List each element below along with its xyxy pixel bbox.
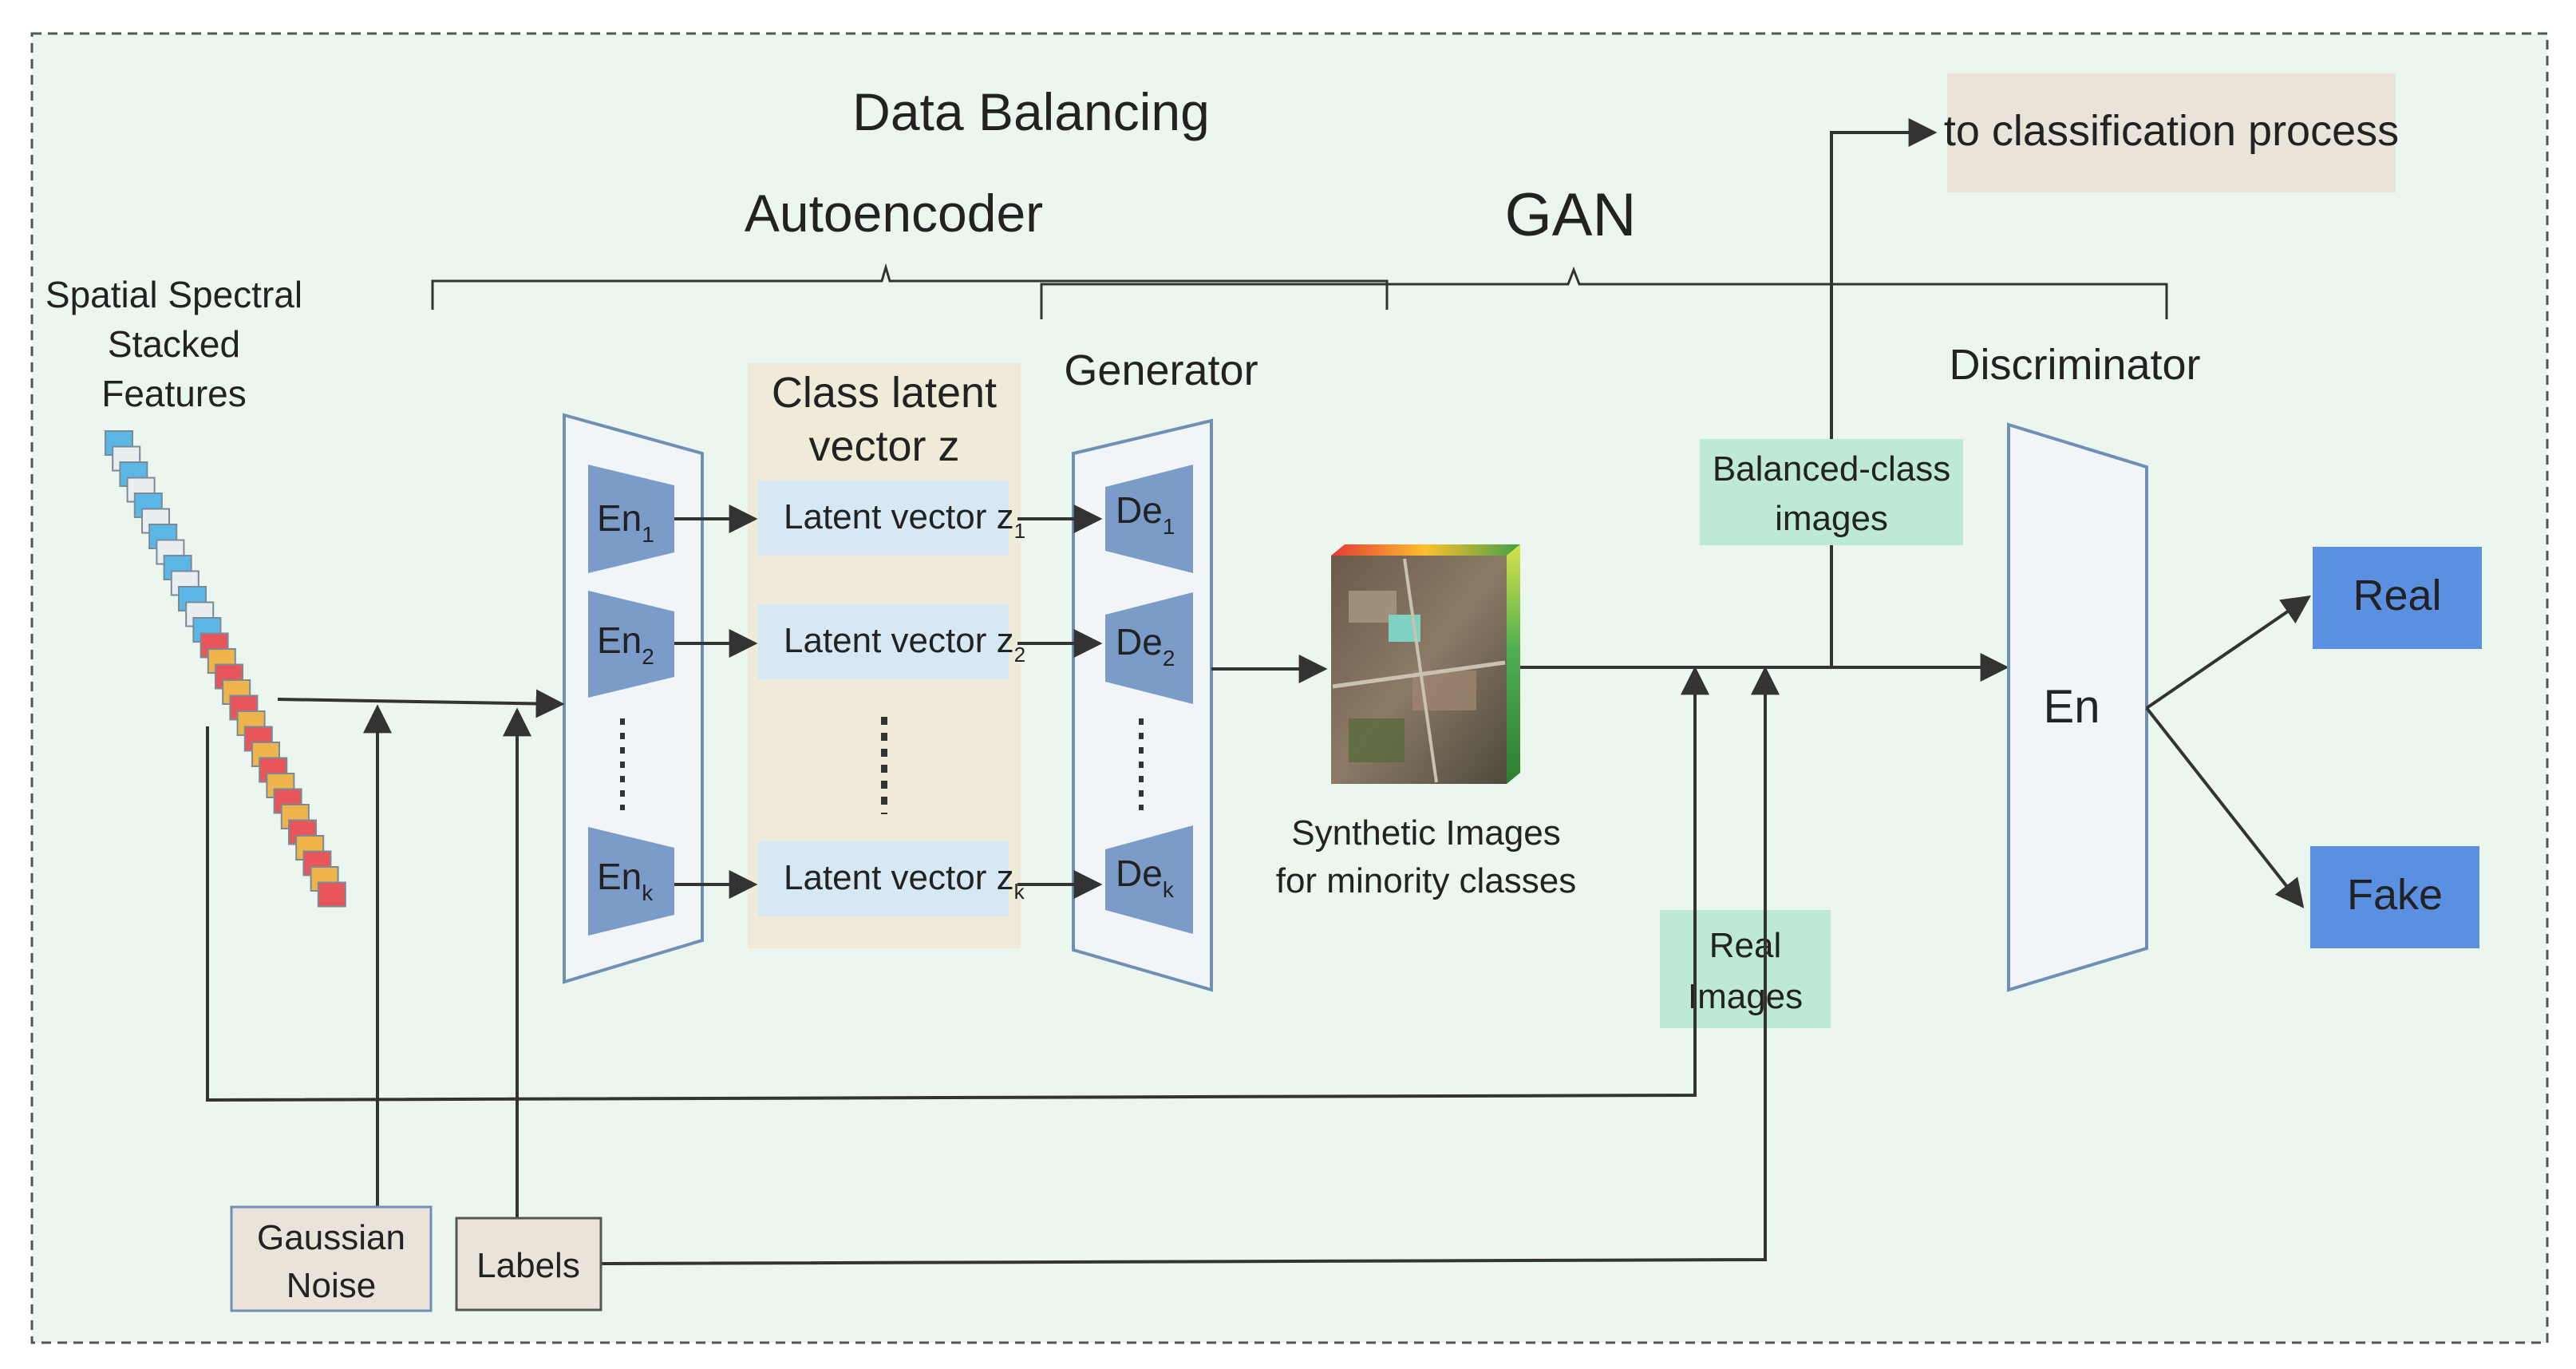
latent-row-2 [758,604,1009,679]
latent-row-k [758,841,1009,916]
real-images-box [1660,910,1831,1028]
latent-row-k-label: Latent vector z [784,858,1014,897]
real-images-label-1: Real [1709,926,1782,965]
autoencoder-label: Autoencoder [745,184,1043,243]
latent-panel-title-1: Class latent [772,369,997,417]
labels-box-label: Labels [476,1246,580,1285]
decoder-block-2: De2 [1105,592,1193,704]
latent-row-1-label: Latent vector z [784,497,1014,536]
decoder-k-sub: k [1163,877,1175,902]
encoder-block-k: Enk [588,827,674,936]
decoder-block-1: De1 [1105,465,1193,573]
feature-slice [317,881,346,908]
balanced-label-2: images [1775,499,1888,538]
gaussian-noise-box [230,1205,433,1312]
outer-frame [30,32,2549,1344]
arrow-features-loop [206,666,1709,1102]
autoencoder-brace [431,263,1389,310]
feature-stack [105,430,346,908]
gan-brace [1040,266,2168,319]
input-label-line3: Features [101,373,247,414]
svg-text:Dek: Dek [1116,853,1175,902]
input-label-line1: Spatial Spectral [45,274,302,315]
encoder-k-sub: k [642,880,654,905]
latent-row-1-sub: 1 [1014,519,1025,543]
latent-row-2-sub: 2 [1014,643,1025,667]
arrow-features-encoder [277,689,565,718]
real-output-box [2313,547,2482,649]
balanced-label-1: Balanced-class [1713,449,1950,489]
encoder-2-sub: 2 [642,644,654,669]
labels-box [455,1217,603,1312]
real-images-label-2: Images [1688,977,1803,1016]
svg-text:Latent vector z1: Latent vector z1 [784,497,1025,543]
svg-text:Latent vector z2: Latent vector z2 [784,621,1025,667]
synthetic-label-1: Synthetic Images [1291,813,1561,853]
fake-output-box [2310,846,2479,948]
svg-text:Enk: Enk [597,856,654,905]
discriminator-trapezoid [2007,422,2148,992]
real-output-label: Real [2353,572,2441,619]
feature-slice [310,866,339,892]
decoder-1-label: De [1116,489,1163,531]
encoder-2-label: En [597,619,642,661]
classification-box [1947,73,2396,192]
gan-label: GAN [1505,181,1637,249]
decoder-1-sub: 1 [1163,514,1175,539]
encoder-k-label: En [597,856,642,897]
noise-label-2: Noise [286,1266,377,1305]
arrow-to-fake [2145,706,2305,908]
encoder-block-1: En1 [588,465,674,573]
encoder-block-2: En2 [588,591,674,698]
latent-panel-title-2: vector z [808,422,959,470]
encoder-1-label: En [597,497,642,539]
arrow-labels-loop [600,666,1780,1265]
discriminator-label: Discriminator [1949,341,2200,389]
classification-label: to classification process [1944,107,2399,155]
noise-label-1: Gaussian [257,1218,405,1257]
svg-text:En2: En2 [597,619,654,669]
svg-text:Latent vector zk: Latent vector zk [784,858,1025,904]
decoder-2-label: De [1116,621,1163,663]
discriminator-block-label: En [2044,681,2100,733]
generator-label: Generator [1064,346,1258,394]
svg-text:De1: De1 [1116,489,1175,539]
synthetic-label-2: for minority classes [1276,861,1577,900]
page-title: Data Balancing [852,82,1210,141]
input-label-line2: Stacked [108,323,240,365]
fake-output-label: Fake [2347,871,2443,919]
encoder-1-sub: 1 [642,522,654,547]
decoder-2-sub: 2 [1163,646,1175,671]
svg-text:De2: De2 [1116,621,1175,671]
balanced-class-box [1700,439,1963,545]
synthetic-image-cube [1331,544,1520,784]
decoder-block-k: Dek [1105,825,1193,934]
latent-row-1 [758,481,1009,556]
svg-text:En1: En1 [597,497,654,547]
decoder-k-label: De [1116,853,1163,894]
arrow-to-real [2145,595,2311,710]
latent-row-2-label: Latent vector z [784,621,1014,660]
